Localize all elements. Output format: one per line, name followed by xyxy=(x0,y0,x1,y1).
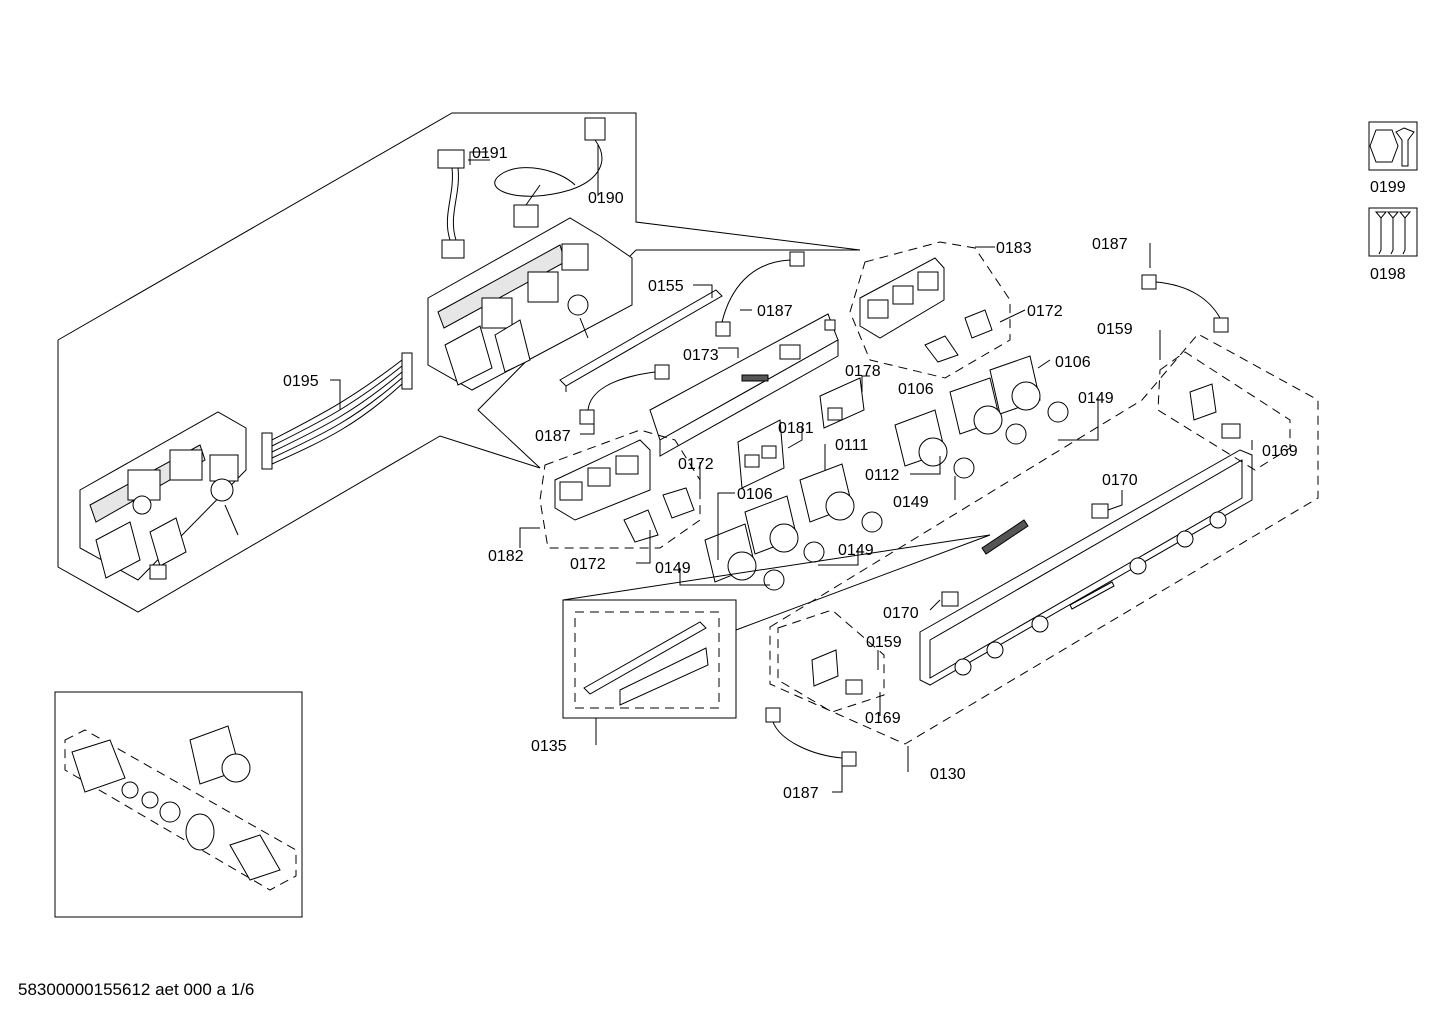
label-0198: 0198 xyxy=(1370,266,1406,283)
label-0195: 0195 xyxy=(283,373,319,390)
rail-0155 xyxy=(559,289,723,392)
screws-icon xyxy=(1368,207,1418,257)
label-0111: 0111 xyxy=(835,437,868,454)
switch-body-right xyxy=(427,217,633,391)
label-0155: 0155 xyxy=(648,278,684,295)
control-fascia xyxy=(919,449,1253,686)
cable-0187-lower xyxy=(579,364,670,425)
label-0149-c: 0149 xyxy=(838,542,874,559)
label-0173: 0173 xyxy=(683,347,719,364)
leader-lines xyxy=(330,145,1253,793)
label-0135: 0135 xyxy=(531,738,567,755)
group-0182 xyxy=(539,429,701,549)
cable-0187-bottom xyxy=(765,707,857,767)
wire-harness-0190 xyxy=(494,117,606,228)
label-0172-c: 0172 xyxy=(570,556,606,573)
label-0112: 0112 xyxy=(865,467,900,484)
group-0130 xyxy=(769,333,1319,745)
cable-0187-upper xyxy=(715,251,805,337)
label-0199: 0199 xyxy=(1370,179,1406,196)
knob-set-upper xyxy=(704,355,1069,591)
label-0106-b: 0106 xyxy=(898,381,934,398)
label-0172-b: 0172 xyxy=(678,456,714,473)
label-0187-c: 0187 xyxy=(1092,236,1128,253)
small-modules xyxy=(811,383,1241,695)
wire-harness-0191 xyxy=(437,149,490,259)
control-board xyxy=(649,313,839,457)
label-0183: 0183 xyxy=(996,240,1032,257)
label-0170-a: 0170 xyxy=(1102,472,1138,489)
label-0187-b: 0187 xyxy=(535,428,571,445)
document-id: 58300000155612 aet 000 a 1/6 xyxy=(18,980,255,999)
inset-0135 xyxy=(562,534,991,719)
label-0149-b: 0149 xyxy=(893,494,929,511)
switch-body-left xyxy=(79,411,247,581)
label-0130: 0130 xyxy=(930,766,966,783)
label-0190: 0190 xyxy=(588,190,624,207)
label-0191: 0191 xyxy=(472,145,508,162)
label-0169-a: 0169 xyxy=(1262,443,1298,460)
label-0172-a: 0172 xyxy=(1027,303,1063,320)
cable-0187-right xyxy=(1141,274,1229,333)
module-0178 xyxy=(819,377,865,429)
ribbon-cable xyxy=(261,352,413,470)
label-0169-b: 0169 xyxy=(865,710,901,727)
label-0159-a: 0159 xyxy=(1097,321,1133,338)
tool-icon xyxy=(1368,121,1418,171)
label-0187-a: 0187 xyxy=(757,303,793,320)
label-0187-d: 0187 xyxy=(783,785,819,802)
label-0149-d: 0149 xyxy=(655,560,691,577)
label-0170-b: 0170 xyxy=(883,605,919,622)
label-0149-a: 0149 xyxy=(1078,390,1114,407)
label-0106-a: 0106 xyxy=(1055,354,1091,371)
group-0183 xyxy=(849,241,1011,379)
label-0178: 0178 xyxy=(845,363,881,380)
label-0106-c: 0106 xyxy=(737,486,773,503)
label-0159-b: 0159 xyxy=(866,634,902,651)
label-0182: 0182 xyxy=(488,548,524,565)
label-0181: 0181 xyxy=(778,420,814,437)
inset-knob-detail xyxy=(54,691,303,918)
module-0181 xyxy=(737,419,785,489)
